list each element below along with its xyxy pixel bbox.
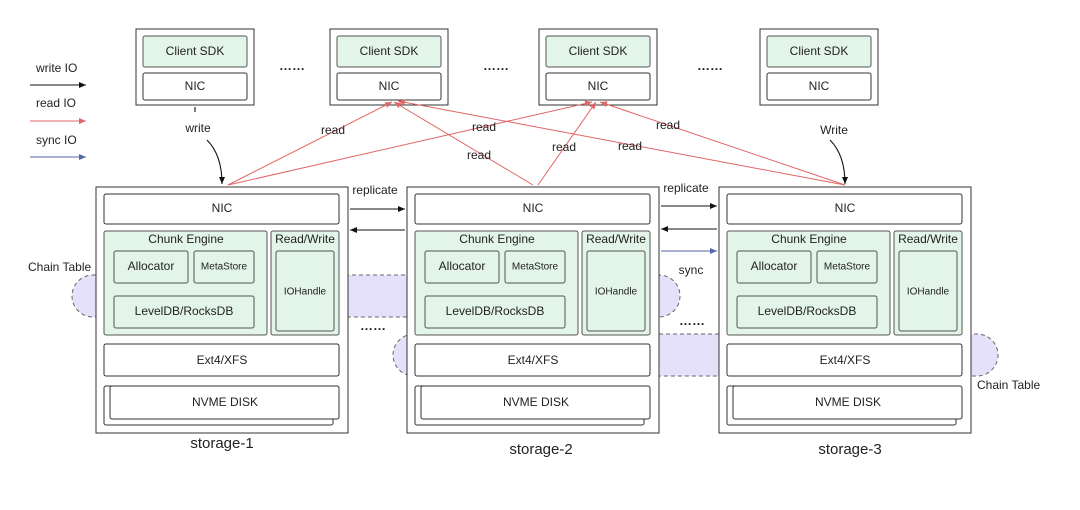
read-arrow bbox=[227, 101, 393, 186]
read-write-label: Read/Write bbox=[898, 232, 958, 246]
storage-title-2: storage-2 bbox=[509, 441, 572, 458]
allocator-label: Allocator bbox=[128, 259, 175, 273]
legend-read-label: read IO bbox=[36, 96, 76, 110]
storage-ellipsis: …… bbox=[679, 313, 705, 328]
fs-label: Ext4/XFS bbox=[820, 353, 871, 367]
chain-table-label-right: Chain Table bbox=[977, 378, 1040, 392]
storage-node-2: NIC Chunk Engine Allocator MetaStore Lev… bbox=[406, 186, 660, 434]
chunk-engine-label: Chunk Engine bbox=[459, 232, 535, 246]
chain-table-label-left: Chain Table bbox=[28, 260, 91, 274]
read-write-label: Read/Write bbox=[586, 232, 646, 246]
read-arrow bbox=[537, 101, 597, 186]
client-sdk-label: Client SDK bbox=[790, 44, 849, 58]
client-nic-label: NIC bbox=[185, 79, 206, 93]
fs-label: Ext4/XFS bbox=[197, 353, 248, 367]
metastore-label: MetaStore bbox=[201, 262, 248, 273]
storage-title-1: storage-1 bbox=[190, 435, 253, 452]
client-nic-label: NIC bbox=[809, 79, 830, 93]
write-arrow-3 bbox=[829, 139, 848, 185]
client-sdk-label: Client SDK bbox=[360, 44, 419, 58]
storage-title-3: storage-3 bbox=[818, 441, 881, 458]
node-nic-label: NIC bbox=[212, 201, 233, 215]
fs-label: Ext4/XFS bbox=[508, 353, 559, 367]
read-arrow bbox=[397, 99, 846, 186]
allocator-label: Allocator bbox=[751, 259, 798, 273]
client-3: Client SDK NIC bbox=[538, 28, 658, 106]
read-label: read bbox=[552, 140, 576, 154]
storage-node-1: NIC Chunk Engine Allocator MetaStore Lev… bbox=[95, 186, 349, 434]
read-arrow bbox=[599, 101, 846, 186]
read-label: read bbox=[321, 123, 345, 137]
iohandle-label: IOHandle bbox=[595, 287, 638, 298]
client-nic-label: NIC bbox=[379, 79, 400, 93]
client-1: Client SDK NIC bbox=[135, 28, 255, 106]
node-nic-label: NIC bbox=[523, 201, 544, 215]
iohandle-label: IOHandle bbox=[284, 287, 327, 298]
client-2: Client SDK NIC bbox=[329, 28, 449, 106]
read-label: read bbox=[467, 148, 491, 162]
db-label: LevelDB/RocksDB bbox=[446, 304, 545, 318]
chunk-engine-label: Chunk Engine bbox=[771, 232, 847, 246]
metastore-label: MetaStore bbox=[824, 262, 871, 273]
storage-node-3: NIC Chunk Engine Allocator MetaStore Lev… bbox=[718, 186, 972, 434]
read-arrow bbox=[227, 100, 593, 186]
sync-label: sync bbox=[679, 263, 704, 277]
read-label: read bbox=[656, 118, 680, 132]
client-ellipsis: …… bbox=[279, 58, 305, 73]
legend: write IO read IO sync IO bbox=[30, 61, 86, 160]
read-arrow bbox=[393, 101, 534, 186]
disk-label: NVME DISK bbox=[503, 395, 569, 409]
client-sdk-label: Client SDK bbox=[569, 44, 628, 58]
legend-sync-label: sync IO bbox=[36, 133, 77, 147]
node-nic-label: NIC bbox=[835, 201, 856, 215]
disk-label: NVME DISK bbox=[192, 395, 258, 409]
read-label: read bbox=[618, 139, 642, 153]
db-label: LevelDB/RocksDB bbox=[758, 304, 857, 318]
chunk-engine-label: Chunk Engine bbox=[148, 232, 224, 246]
client-sdk-label: Client SDK bbox=[166, 44, 225, 58]
client-ellipsis: …… bbox=[483, 58, 509, 73]
replicate-label: replicate bbox=[352, 183, 398, 197]
client-nic-label: NIC bbox=[588, 79, 609, 93]
disk-label: NVME DISK bbox=[815, 395, 881, 409]
write-label: write bbox=[184, 121, 211, 135]
metastore-label: MetaStore bbox=[512, 262, 559, 273]
db-label: LevelDB/RocksDB bbox=[135, 304, 234, 318]
iohandle-label: IOHandle bbox=[907, 287, 950, 298]
write-arrow-1 bbox=[206, 139, 225, 185]
replicate-label: replicate bbox=[663, 181, 709, 195]
read-label: read bbox=[472, 120, 496, 134]
client-ellipsis: …… bbox=[697, 58, 723, 73]
write-label-cap: Write bbox=[820, 123, 848, 137]
read-write-label: Read/Write bbox=[275, 232, 335, 246]
client-4: Client SDK NIC bbox=[759, 28, 879, 106]
allocator-label: Allocator bbox=[439, 259, 486, 273]
storage-ellipsis: …… bbox=[360, 318, 386, 333]
legend-write-label: write IO bbox=[35, 61, 77, 75]
